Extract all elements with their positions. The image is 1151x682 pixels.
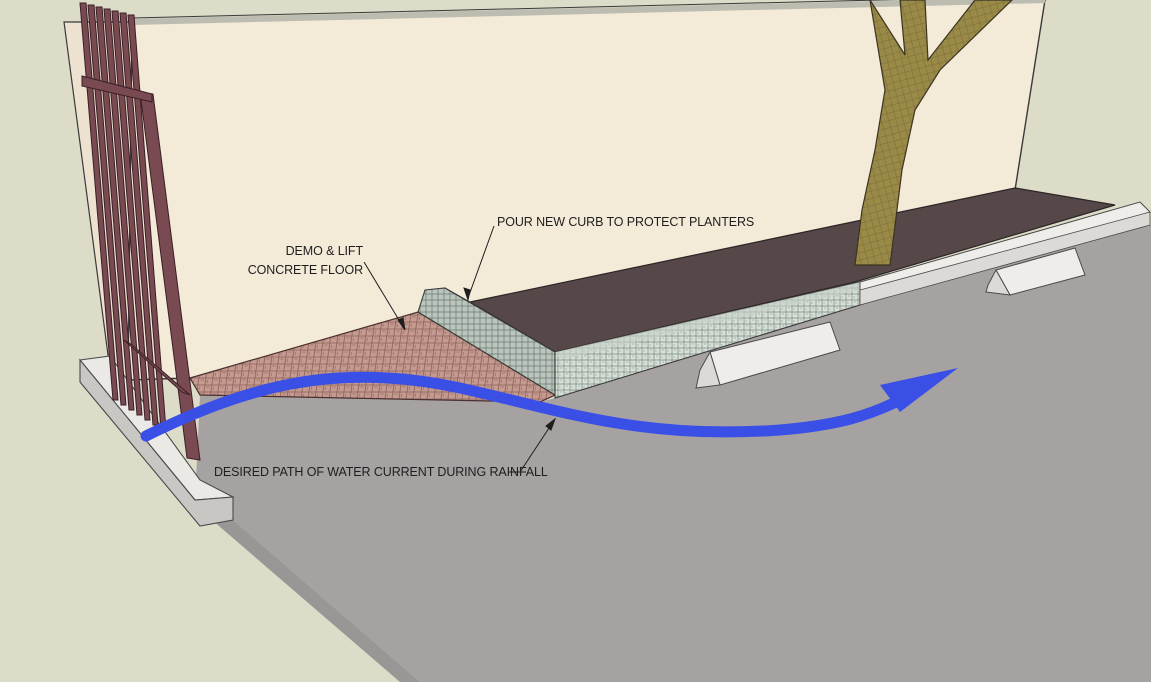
water-path-label: DESIRED PATH OF WATER CURRENT DURING RAI… [214,465,548,479]
curb-label: POUR NEW CURB TO PROTECT PLANTERS [497,215,754,229]
demo-label-line1: DEMO & LIFT [286,244,364,258]
demo-label-line2: CONCRETE FLOOR [248,263,363,277]
